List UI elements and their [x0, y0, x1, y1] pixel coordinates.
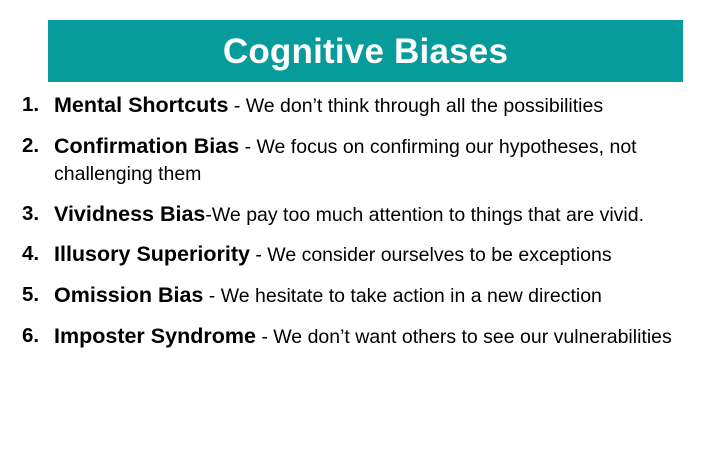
page-title: Cognitive Biases — [222, 31, 509, 71]
list-item-term: Confirmation Bias — [54, 133, 240, 158]
list-item-description: - We consider ourselves to be exceptions — [249, 244, 612, 267]
list-item-number: 5. — [22, 283, 40, 307]
list-item-number: 4. — [22, 242, 40, 266]
list-item: 3. Vividness Bias-We pay too much attenti… — [22, 201, 712, 229]
list-item-term: Omission Bias — [54, 283, 204, 308]
bias-list: 1. Mental Shortcuts - We don’t think thro… — [22, 92, 712, 351]
list-item-number: 1. — [22, 93, 40, 116]
list-item: 6. Imposter Syndrome - We don’t want othe… — [22, 323, 712, 351]
list-item-term: Illusory Superiority — [54, 242, 250, 267]
list-item: 2. Confirmation Bias - We focus on confir… — [22, 133, 712, 188]
list-item-number: 3. — [22, 201, 40, 225]
list-item: 5. Omission Bias - We hesitate to take ac… — [22, 282, 712, 310]
list-item-description: -We pay too much attention to things tha… — [205, 203, 645, 226]
list-item: 1. Mental Shortcuts - We don’t think thro… — [22, 92, 712, 120]
list-item-description: - We hesitate to take action in a new di… — [203, 285, 602, 308]
list-item-term: Vividness Bias — [54, 201, 206, 226]
title-banner: Cognitive Biases — [48, 20, 683, 82]
list-item-number: 6. — [22, 324, 40, 348]
list-item-term: Mental Shortcuts — [54, 93, 229, 117]
list-item: 4. Illusory Superiority - We consider our… — [22, 241, 712, 269]
list-item-description: - We don’t want others to see our vulner… — [255, 326, 672, 349]
list-item-description: - We don’t think through all the possibi… — [228, 95, 604, 117]
list-item-number: 2. — [22, 133, 40, 157]
list-item-term: Imposter Syndrome — [54, 324, 256, 349]
list-item-description: - We focus on confirming our hypotheses,… — [54, 135, 637, 185]
